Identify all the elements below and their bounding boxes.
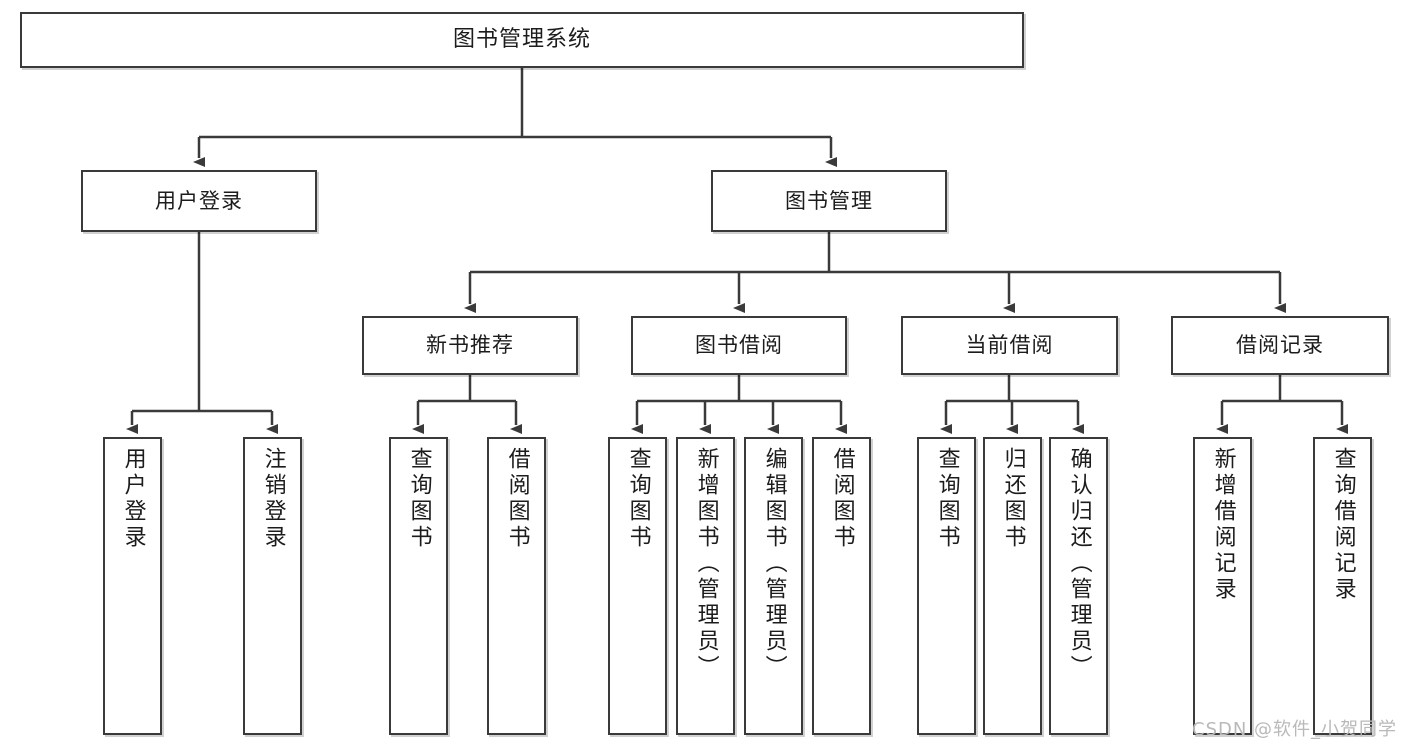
leaf-query-book-current[interactable]: 查询图书 [917,437,976,735]
leaf-query-book-borrow[interactable]: 查询图书 [608,437,667,735]
node-user-login-label: 用户登录 [155,188,243,213]
leaf-add-borrow-record-label: 新增借阅记录 [1210,447,1236,603]
leaf-query-book-recommend[interactable]: 查询图书 [389,437,448,735]
node-current-borrow[interactable]: 当前借阅 [901,316,1118,375]
leaf-confirm-return-label: 确认归还（管理员） [1066,447,1092,681]
leaf-add-book[interactable]: 新增图书（管理员） [676,437,735,735]
leaf-return-book-label: 归还图书 [1000,447,1026,551]
node-book-manage-label: 图书管理 [785,188,873,213]
node-borrow-record-label: 借阅记录 [1236,333,1324,358]
leaf-add-book-label: 新增图书（管理员） [693,447,719,681]
node-book-borrow-label: 图书借阅 [695,333,783,358]
csdn-watermark: CSDN @软件_小贺同学 [1192,719,1398,740]
leaf-borrow-book-label: 借阅图书 [829,447,855,551]
leaf-add-borrow-record[interactable]: 新增借阅记录 [1193,437,1252,735]
node-new-book-recommend-label: 新书推荐 [426,333,514,358]
leaf-query-book-recommend-label: 查询图书 [406,447,432,551]
leaf-query-borrow-record[interactable]: 查询借阅记录 [1313,437,1372,735]
node-user-login[interactable]: 用户登录 [81,170,317,232]
leaf-borrow-book-recommend-label: 借阅图书 [504,447,530,551]
node-book-manage[interactable]: 图书管理 [711,170,947,232]
leaf-edit-book-label: 编辑图书（管理员） [761,447,787,681]
leaf-confirm-return[interactable]: 确认归还（管理员） [1049,437,1108,735]
leaf-return-book[interactable]: 归还图书 [983,437,1042,735]
node-book-borrow[interactable]: 图书借阅 [631,316,847,375]
leaf-edit-book[interactable]: 编辑图书（管理员） [744,437,803,735]
leaf-query-book-borrow-label: 查询图书 [625,447,651,551]
leaf-user-login[interactable]: 用户登录 [103,437,162,735]
leaf-logout-label: 注销登录 [260,447,286,551]
node-new-book-recommend[interactable]: 新书推荐 [362,316,578,375]
leaf-user-login-label: 用户登录 [120,447,146,551]
node-borrow-record[interactable]: 借阅记录 [1171,316,1389,375]
node-root[interactable]: 图书管理系统 [20,12,1024,68]
leaf-borrow-book[interactable]: 借阅图书 [812,437,871,735]
leaf-query-borrow-record-label: 查询借阅记录 [1330,447,1356,603]
leaf-query-book-current-label: 查询图书 [934,447,960,551]
leaf-borrow-book-recommend[interactable]: 借阅图书 [487,437,546,735]
node-current-borrow-label: 当前借阅 [965,333,1054,358]
node-root-label: 图书管理系统 [452,27,591,53]
leaf-logout[interactable]: 注销登录 [243,437,302,735]
